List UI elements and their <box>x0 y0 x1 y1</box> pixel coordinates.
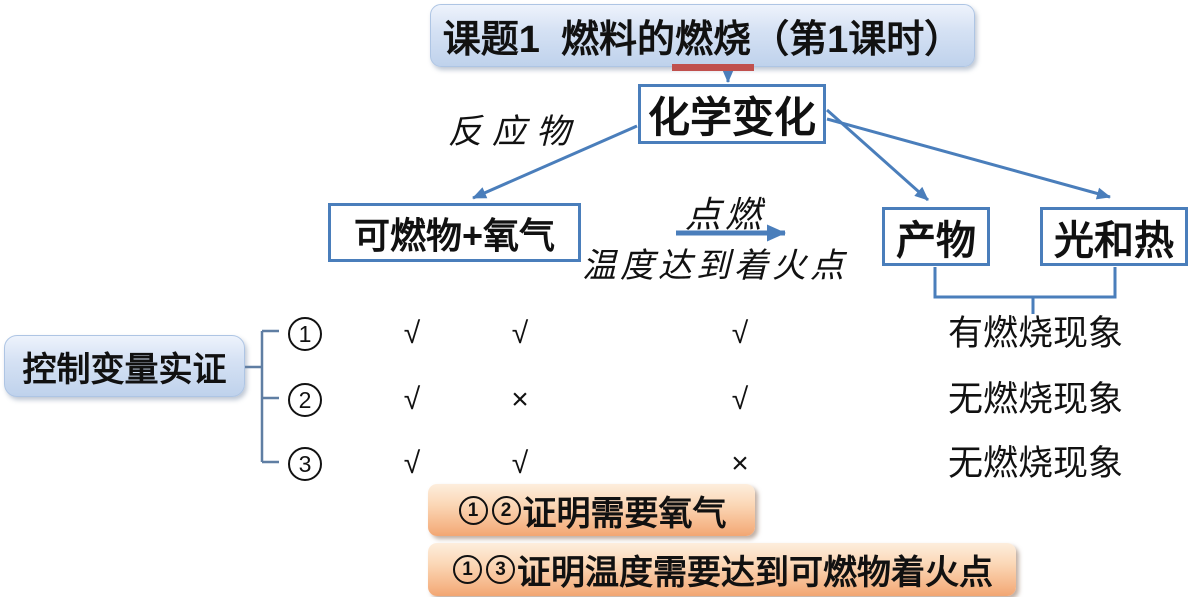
cross-mark: × <box>511 383 529 416</box>
check-mark: √ <box>403 317 421 350</box>
check-mark: √ <box>403 383 421 416</box>
conclusion-box-ignition-temperature: 1 3 证明温度需要达到可燃物着火点 <box>428 543 1016 596</box>
label-ignition-temperature: 温度达到着火点 <box>582 246 848 286</box>
node-combustible-oxygen: 可燃物+氧气 <box>328 203 581 262</box>
circled-digit: 3 <box>486 555 515 584</box>
row-number-circle: 2 <box>288 383 322 417</box>
control-variable-box: 控制变量实证 <box>4 335 245 397</box>
node-light-heat: 光和热 <box>1040 207 1188 266</box>
cross-mark: × <box>731 447 749 480</box>
experiment-row-2: 2 √ × √ 无燃烧现象 <box>0 381 1191 419</box>
check-mark: √ <box>511 447 529 480</box>
check-mark: √ <box>731 383 749 416</box>
conclusion-text: 证明需要氧气 <box>522 494 727 533</box>
result-label: 无燃烧现象 <box>948 380 1124 419</box>
circled-digit: 1 <box>458 495 488 525</box>
row-number-circle: 3 <box>288 447 322 481</box>
label-reactants: 反应物 <box>448 112 580 152</box>
check-mark: √ <box>731 317 749 350</box>
bracket-control-variable <box>245 329 279 464</box>
check-mark: √ <box>511 317 529 350</box>
arrow-chemical-to-light-heat <box>826 117 1111 200</box>
node-product: 产物 <box>882 207 990 266</box>
circled-digit: 2 <box>491 495 521 525</box>
experiment-row-3: 3 √ √ × 无燃烧现象 <box>0 445 1191 483</box>
title-text-underlined: 燃烧 <box>672 8 755 71</box>
conclusion-box-oxygen: 1 2 证明需要氧气 <box>428 484 755 536</box>
title-text-pre: 课题1 燃料的 <box>442 19 676 61</box>
result-label: 无燃烧现象 <box>948 444 1124 483</box>
title-text-post: （第1课时） <box>751 19 963 61</box>
bracket-product-light-heat <box>933 267 1117 299</box>
node-chemical-change: 化学变化 <box>638 84 826 144</box>
circled-digit: 1 <box>453 555 482 584</box>
row-number-circle: 1 <box>288 317 322 351</box>
label-ignite: 点燃 <box>684 195 765 236</box>
experiment-row-1: 1 √ √ √ 有燃烧现象 <box>0 315 1191 353</box>
conclusion-text: 证明温度需要达到可燃物着火点 <box>517 554 993 592</box>
check-mark: √ <box>403 447 421 480</box>
result-label: 有燃烧现象 <box>948 314 1124 353</box>
title-box: 课题1 燃料的燃烧（第1课时） <box>430 4 975 71</box>
arrow-chemical-to-combustible <box>472 124 638 200</box>
